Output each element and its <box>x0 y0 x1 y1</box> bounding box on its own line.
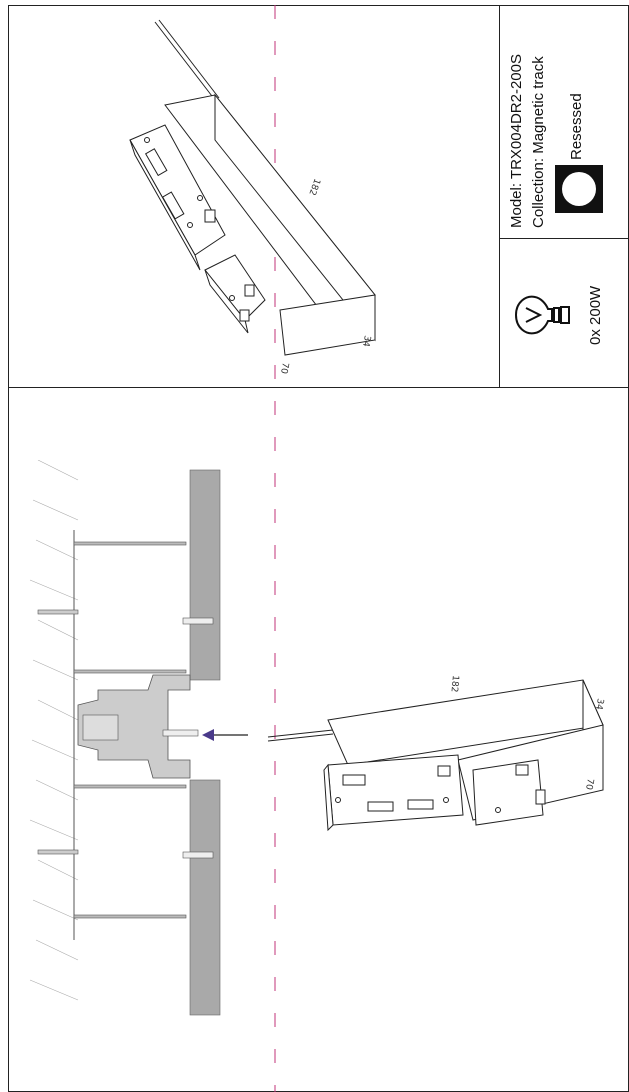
top-dim-height: 70 <box>278 361 290 374</box>
top-product-drawing: 182 70 34 <box>129 19 376 375</box>
bottom-dim-width: 34 <box>593 697 605 710</box>
top-dim-length: 182 <box>306 177 321 197</box>
power-label: 0x 200W <box>587 285 604 345</box>
model-label: Model: TRX004DR2-200S <box>508 54 525 228</box>
info-divider <box>499 238 629 239</box>
bottom-product-drawing: 182 34 70 <box>267 675 605 832</box>
top-dim-width: 34 <box>360 334 372 347</box>
recessed-mount-icon <box>555 165 603 213</box>
collection-label: Collection: Magnetic track <box>530 56 547 228</box>
insert-arrow-icon <box>202 729 248 741</box>
ceiling-section-drawing <box>29 460 221 1016</box>
bottom-dim-height: 70 <box>583 777 595 790</box>
mount-type-label: Resessed <box>568 93 585 160</box>
bottom-dim-length: 182 <box>449 675 460 693</box>
bulb-icon <box>514 295 570 335</box>
